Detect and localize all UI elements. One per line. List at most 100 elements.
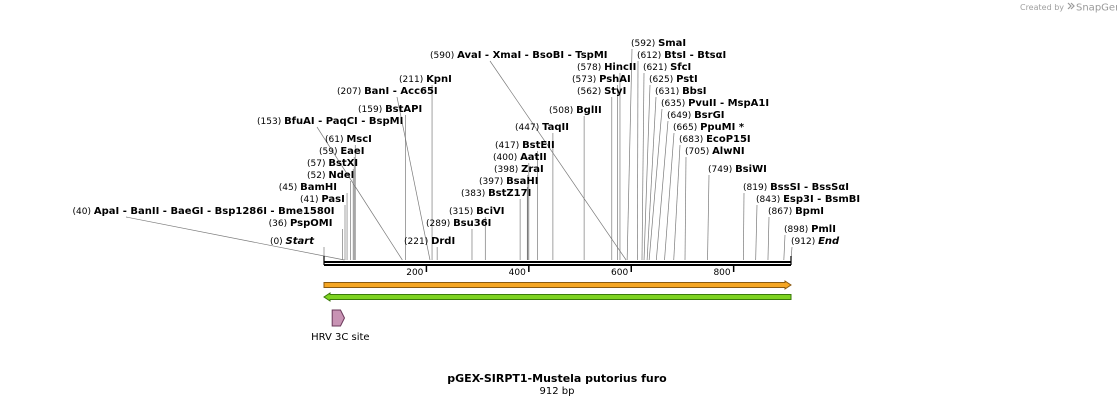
enzyme-name: PstI	[676, 74, 698, 85]
enzyme-name: HincII	[604, 62, 636, 73]
site-position: (61)	[325, 135, 346, 145]
site-position: (898)	[784, 225, 811, 235]
site-leader-line	[664, 132, 675, 261]
enzyme-name: BtsαI	[697, 50, 726, 61]
site-position: (621)	[643, 63, 670, 73]
site-position: (52)	[307, 171, 328, 181]
hrv-3c-site-arrow	[331, 309, 346, 327]
enzyme-name: Acc65I	[400, 86, 437, 97]
enzyme-label-row: (912) End	[791, 236, 840, 247]
plasmid-length: 912 bp	[540, 386, 575, 397]
enzyme-label-row: (590) AvaI - XmaI - BsoBI - TspMI	[430, 50, 608, 61]
enzyme-name: BspMI	[369, 116, 403, 127]
enzyme-name: AvaI	[457, 50, 481, 61]
site-position: (59)	[319, 147, 340, 157]
enzyme-label-row: (221) DrdI	[404, 236, 455, 247]
site-leader-line	[316, 126, 403, 261]
enzyme-label-row: (867) BpmI	[768, 206, 824, 217]
enzyme-label-row: (683) EcoP15I	[679, 134, 751, 145]
enzyme-label-row: (289) Bsu36I	[426, 218, 491, 229]
enzyme-name: BsaHI	[506, 176, 538, 187]
enzyme-separator: -	[204, 206, 215, 217]
site-leader-line	[637, 60, 639, 261]
axis-tick-label: 800	[713, 268, 730, 278]
site-position: (912)	[791, 237, 818, 247]
site-position: (57)	[307, 159, 328, 169]
enzyme-label-row: (508) BglII	[549, 105, 602, 116]
enzyme-name: PmlI	[811, 224, 836, 235]
site-leader-line	[396, 96, 431, 261]
enzyme-label-row: (383) BstZ17I	[461, 188, 531, 199]
site-position: (315)	[449, 207, 476, 217]
enzyme-separator: -	[801, 182, 812, 193]
site-leader-line	[707, 174, 710, 261]
enzyme-name: BanII	[130, 206, 159, 217]
enzyme-label-row: (573) PshAI	[572, 74, 631, 85]
enzyme-name: AlwNI	[712, 146, 745, 157]
enzyme-name: BssSαI	[812, 182, 849, 193]
site-position: (665)	[673, 123, 700, 133]
enzyme-label-row: (400) AatII	[493, 152, 547, 163]
enzyme-label-row: (159) BstAPI	[358, 104, 422, 115]
site-position: (631)	[655, 87, 682, 97]
enzyme-name: Bsp1286I	[215, 206, 267, 217]
site-position: (625)	[649, 75, 676, 85]
enzyme-name: PshAI	[599, 74, 631, 85]
hrv-3c-site-label: HRV 3C site	[311, 332, 370, 343]
enzyme-name: BstEII	[522, 140, 555, 151]
enzyme-name: Esp3I	[783, 194, 814, 205]
enzyme-label-row: (621) SfcI	[643, 62, 691, 73]
enzyme-label-row: (631) BbsI	[655, 86, 707, 97]
enzyme-label-row: (211) KpnI	[399, 74, 452, 85]
site-position: (573)	[572, 75, 599, 85]
enzyme-name: BstAPI	[385, 104, 422, 115]
enzyme-name: KpnI	[426, 74, 452, 85]
enzyme-name: AatII	[520, 152, 547, 163]
site-position: (397)	[479, 177, 506, 187]
site-position: (649)	[667, 111, 694, 121]
enzyme-name: BpmI	[795, 206, 824, 217]
enzyme-name: SmaI	[658, 38, 686, 49]
enzyme-name: BaeGI	[170, 206, 203, 217]
site-leader-line	[646, 96, 657, 261]
site-leader-line	[125, 216, 345, 261]
site-position: (41)	[300, 195, 321, 205]
axis-tick-label: 400	[509, 268, 526, 278]
site-leader-lines	[125, 48, 793, 261]
site-position: (683)	[679, 135, 706, 145]
site-position: (211)	[399, 75, 426, 85]
feature-track: HRV 3C site	[311, 280, 792, 343]
enzyme-label-row: (705) AlwNI	[685, 146, 745, 157]
site-position: (383)	[461, 189, 488, 199]
enzyme-name: BanI	[364, 86, 389, 97]
enzyme-label-row: (843) Esp3I - BsmBI	[756, 194, 860, 205]
site-position: (867)	[768, 207, 795, 217]
site-leader-line	[684, 156, 687, 261]
site-leader-line	[783, 234, 786, 261]
enzyme-name: NdeI	[328, 170, 354, 181]
enzyme-name: EcoP15I	[706, 134, 751, 145]
site-position: (749)	[708, 165, 735, 175]
enzyme-label-row: (819) BssSI - BssSαI	[743, 182, 849, 193]
enzyme-name: EaeI	[340, 146, 364, 157]
plasmid-name: pGEX-SIRPT1-Mustela putorius furo	[447, 372, 667, 385]
orange-arrow-feature	[323, 280, 792, 290]
enzyme-label-row: (57) BstXI	[307, 158, 358, 169]
enzyme-name: ZraI	[521, 164, 544, 175]
enzyme-name: BciVI	[476, 206, 504, 217]
site-position: (843)	[756, 195, 783, 205]
enzyme-label-row: (649) BsrGI	[667, 110, 725, 121]
enzyme-name: BglII	[576, 105, 602, 116]
site-position: (705)	[685, 147, 712, 157]
site-position: (0)	[270, 237, 286, 247]
enzyme-label-row: (612) BtsI - BtsαI	[637, 50, 726, 61]
enzyme-name: End	[818, 236, 840, 247]
enzyme-name: ApaI	[94, 206, 119, 217]
enzyme-label-row: (36) PspOMI	[269, 218, 333, 229]
enzyme-label-row: (447) TaqII	[515, 122, 569, 133]
site-leader-line	[767, 216, 770, 261]
site-position: (153)	[257, 117, 284, 127]
snapgene-logo-icon	[1067, 2, 1075, 10]
site-position: (447)	[515, 123, 542, 133]
